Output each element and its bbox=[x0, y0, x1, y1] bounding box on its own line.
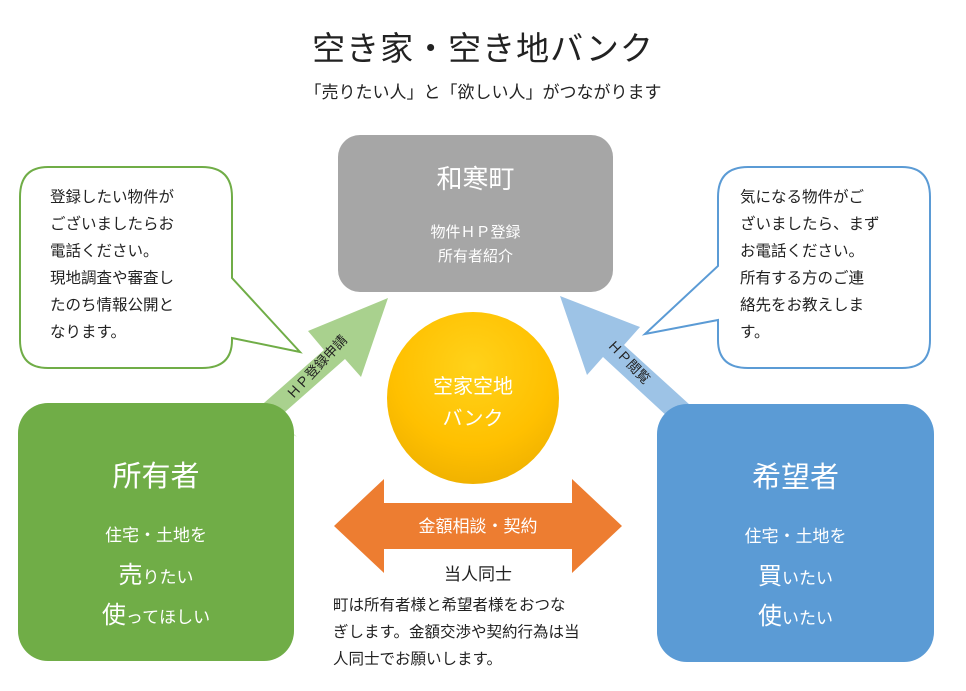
seeker-line3-rest: いたい bbox=[782, 609, 833, 629]
right-speech-bubble bbox=[641, 166, 931, 369]
owner-line3-rest: ってほしい bbox=[125, 608, 211, 628]
left-bubble-line: 登録したい物件が bbox=[50, 188, 175, 206]
left-bubble-line: ございましたらお bbox=[50, 215, 175, 233]
bank-circle: 空家空地 バンク bbox=[387, 312, 559, 484]
owner-line2-big: 売 bbox=[118, 561, 143, 589]
seeker-line3: 使いたい bbox=[657, 596, 934, 631]
deal-note-line: 人同士でお願いします。 bbox=[333, 650, 502, 668]
hp-browse-arrow bbox=[560, 296, 690, 418]
deal-note: 町は所有者様と希望者様をおつな ぎします。金額交渉や契約行為は当 人同士でお願い… bbox=[333, 592, 623, 673]
owner-line3: 使ってほしい bbox=[18, 595, 294, 630]
page-title: 空き家・空き地バンク bbox=[312, 29, 654, 68]
deal-label: 金額相談・契約 bbox=[418, 517, 538, 537]
seeker-line2-rest: いたい bbox=[782, 569, 833, 589]
right-bubble-line: す。 bbox=[740, 323, 770, 341]
seeker-line1: 住宅・土地を bbox=[744, 527, 847, 547]
deal-note-line: ぎします。金額交渉や契約行為は当 bbox=[333, 623, 580, 641]
left-bubble-line: たのち情報公開と bbox=[50, 296, 175, 314]
right-bubble-line: お電話ください。 bbox=[740, 242, 865, 260]
right-bubble-line: ざいましたら、まず bbox=[740, 215, 880, 233]
page-subtitle: 「売りたい人」と「欲しい人」がつながります bbox=[304, 83, 662, 103]
left-bubble-line: 現地調査や審査し bbox=[50, 269, 175, 287]
deal-double-arrow bbox=[334, 479, 622, 573]
owner-line2: 売りたい bbox=[18, 555, 294, 590]
left-bubble-line: 電話ください。 bbox=[50, 242, 159, 260]
owner-line1: 住宅・土地を bbox=[105, 526, 207, 546]
hp-registration-arrow bbox=[256, 298, 388, 419]
seeker-line2: 買いたい bbox=[657, 556, 934, 591]
deal-subtitle: 当人同士 bbox=[444, 565, 512, 585]
owner-line2-rest: りたい bbox=[142, 568, 194, 588]
seeker-line3-big: 使 bbox=[758, 602, 782, 630]
left-speech-bubble bbox=[19, 166, 303, 369]
right-bubble-line: 絡先をお教えしま bbox=[740, 296, 865, 314]
town-role-line2: 所有者紹介 bbox=[437, 247, 513, 265]
town-role-line1: 物件ＨＰ登録 bbox=[430, 223, 521, 241]
right-bubble-line: 所有する方のご連 bbox=[740, 269, 865, 287]
owner-box: 所有者 住宅・土地を 売りたい 使ってほしい bbox=[18, 403, 294, 661]
town-name: 和寒町 bbox=[436, 165, 515, 195]
bank-circle-line1: 空家空地 bbox=[433, 374, 513, 398]
deal-note-line: 町は所有者様と希望者様をおつな bbox=[333, 596, 566, 614]
right-bubble-line: 気になる物件がご bbox=[740, 188, 865, 206]
left-bubble-text: 登録したい物件が ございましたらお 電話ください。 現地調査や審査し たのち情報… bbox=[50, 184, 220, 346]
left-bubble-line: なります。 bbox=[50, 323, 126, 341]
seeker-box: 希望者 住宅・土地を 買いたい 使いたい bbox=[657, 404, 934, 662]
right-bubble-text: 気になる物件がご ざいましたら、まず お電話ください。 所有する方のご連 絡先を… bbox=[740, 184, 910, 346]
owner-line3-big: 使 bbox=[101, 601, 126, 629]
town-box: 和寒町 物件ＨＰ登録 所有者紹介 bbox=[338, 135, 613, 292]
seeker-title: 希望者 bbox=[751, 460, 839, 494]
owner-title: 所有者 bbox=[112, 459, 200, 493]
bank-circle-line2: バンク bbox=[442, 406, 504, 430]
seeker-line2-big: 買 bbox=[758, 562, 782, 590]
